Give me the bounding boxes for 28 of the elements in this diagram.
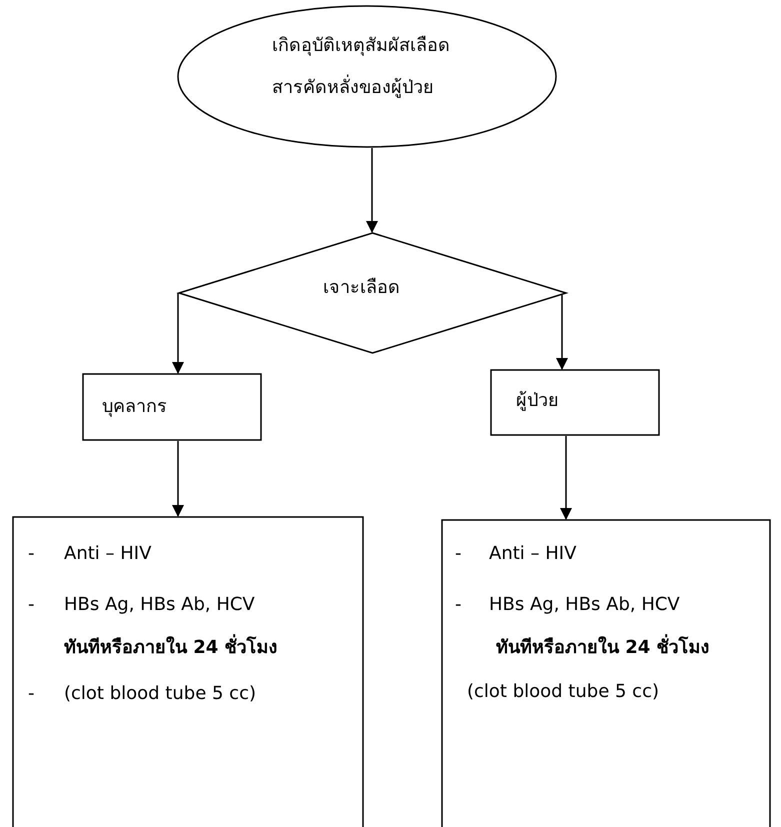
node-text: ผู้ป่วย xyxy=(516,389,559,413)
test-list-box xyxy=(12,516,364,827)
bullet-dash: - xyxy=(28,682,34,706)
list-item: Anti – HIV xyxy=(64,542,152,566)
arrow xyxy=(560,436,572,520)
process-box xyxy=(82,373,262,441)
start-ellipse xyxy=(177,5,557,148)
bullet-dash: - xyxy=(28,593,34,617)
test-list-box xyxy=(441,519,771,827)
arrow xyxy=(366,148,378,233)
decision-diamond xyxy=(178,232,567,354)
arrow xyxy=(172,293,184,374)
node-text: เกิดอุบัติเหตุสัมผัสเลือด สารคัดหลั่งของผู้ป่วย xyxy=(272,34,451,100)
bullet-dash: - xyxy=(28,542,34,566)
list-item: Anti – HIV xyxy=(489,542,576,566)
arrow xyxy=(556,295,568,370)
node-text: บุคลากร xyxy=(102,395,167,419)
list-item: HBs Ag, HBs Ab, HCV xyxy=(64,593,255,617)
list-item: HBs Ag, HBs Ab, HCV xyxy=(489,593,680,617)
list-item: (clot blood tube 5 cc) xyxy=(467,680,659,704)
list-item: ทันทีหรือภายใน 24 ชั่วโมง xyxy=(64,636,278,660)
bullet-dash: - xyxy=(455,542,462,566)
arrow xyxy=(172,441,184,517)
node-text: เจาะเลือด xyxy=(323,276,400,300)
list-item: (clot blood tube 5 cc) xyxy=(64,682,256,706)
process-box xyxy=(490,369,660,436)
bullet-dash: - xyxy=(455,593,462,617)
list-item: ทันทีหรือภายใน 24 ชั่วโมง xyxy=(496,636,710,660)
